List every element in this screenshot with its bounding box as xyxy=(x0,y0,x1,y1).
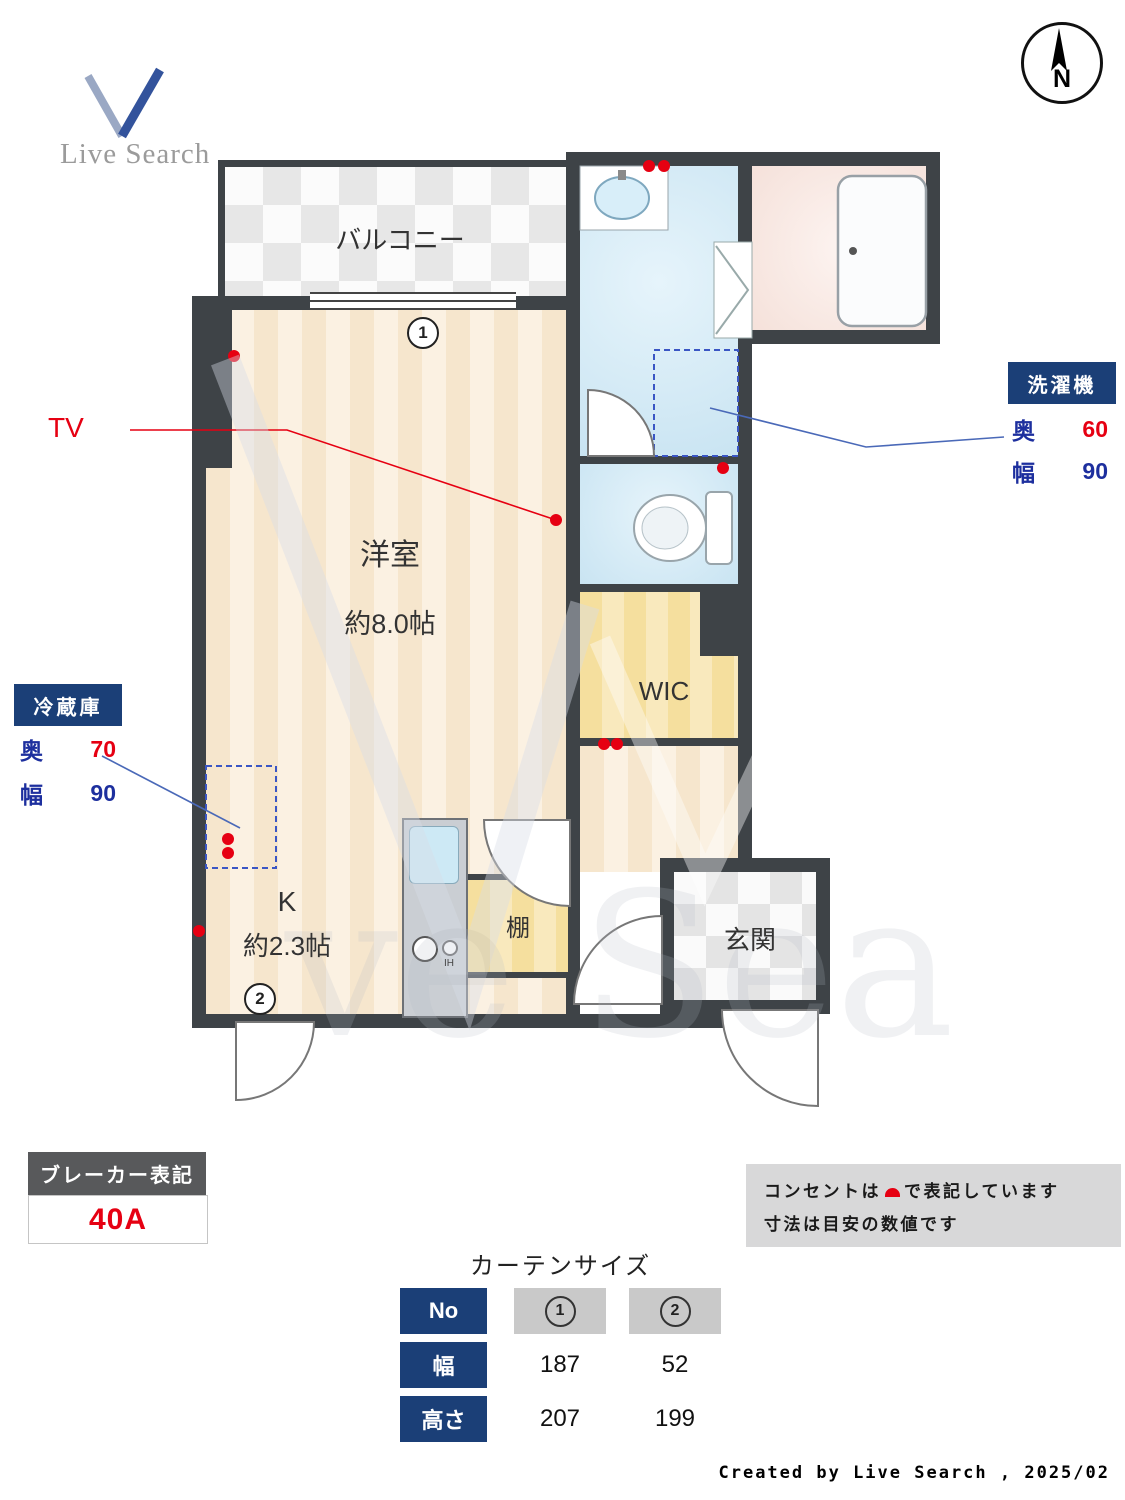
stove-burner-icon xyxy=(412,936,438,962)
tv-label: TV xyxy=(48,412,84,443)
curtain-head-2: 2 xyxy=(629,1288,721,1334)
kitchen-size-label: 約2.3帖 xyxy=(242,931,332,961)
bath-area xyxy=(752,166,926,330)
washer-tag: 洗濯機 xyxy=(1008,362,1116,404)
logo-text: Live Search xyxy=(60,138,211,170)
notes-box: コンセントは で表記しています 寸法は目安の数値です xyxy=(746,1164,1121,1247)
washer-depth-row: 奥 60 xyxy=(1012,412,1108,446)
kitchen-sink xyxy=(409,826,459,884)
corridor-area xyxy=(580,746,738,872)
logo-check-icon xyxy=(84,67,164,139)
credit-text: Created by Live Search , 2025/02 xyxy=(718,1463,1110,1483)
notes-line1-post: で表記しています xyxy=(904,1181,1060,1201)
curtain-marker-1: 1 xyxy=(407,317,439,349)
washer-line xyxy=(709,407,1005,448)
breaker-header: ブレーカー表記 xyxy=(28,1152,206,1195)
entrance-label: 玄関 xyxy=(723,925,776,955)
fridge-width-label: 幅 xyxy=(20,782,43,808)
notes-line2: 寸法は目安の数値です xyxy=(764,1214,959,1234)
western-room-label: 洋室 xyxy=(360,539,420,572)
curtain-height-1: 207 xyxy=(539,1405,581,1432)
entrance-area xyxy=(674,872,816,1000)
curtain-marker-2-num: 2 xyxy=(255,989,265,1008)
curtain-head-1-num: 1 xyxy=(544,1295,576,1327)
curtain-marker-1-num: 1 xyxy=(418,323,428,342)
toilet-area xyxy=(580,464,738,584)
fridge-depth-label: 奥 xyxy=(20,738,43,764)
fridge-tag: 冷蔵庫 xyxy=(14,684,122,726)
kitchen-outside-door xyxy=(235,1021,316,1102)
washer-depth-value: 60 xyxy=(1082,415,1108,442)
washer-depth-label: 奥 xyxy=(1012,418,1035,444)
outlet-legend-icon xyxy=(885,1187,900,1197)
washer-width-row: 幅 90 xyxy=(1012,454,1108,488)
fridge-width-value: 90 xyxy=(90,779,116,806)
wic-wall-notch xyxy=(700,592,738,656)
notes-line1-pre: コンセントは xyxy=(764,1181,881,1201)
curtain-width-1: 187 xyxy=(539,1351,581,1378)
curtain-head-1: 1 xyxy=(514,1288,606,1334)
curtain-table-title: カーテンサイズ xyxy=(469,1253,652,1280)
western-room-size-label: 約8.0帖 xyxy=(344,609,436,639)
curtain-col-no: No xyxy=(400,1288,487,1334)
curtain-row-width-label: 幅 xyxy=(400,1342,487,1388)
ih-label: IH xyxy=(444,958,454,969)
curtain-row-height-label: 高さ xyxy=(400,1396,487,1442)
washer-width-label: 幅 xyxy=(1012,460,1035,486)
curtain-width-2: 52 xyxy=(661,1351,689,1378)
compass-north-label: N xyxy=(1052,65,1072,93)
washer-width-value: 90 xyxy=(1082,457,1108,484)
wic-label: WIC xyxy=(638,676,690,706)
fridge-depth-row: 奥 70 xyxy=(20,732,116,766)
compass: N xyxy=(1021,22,1103,104)
stove-knob-icon xyxy=(442,940,458,956)
fridge-width-row: 幅 90 xyxy=(20,776,116,810)
balcony-label: バルコニー xyxy=(335,225,465,255)
breaker-value: 40A xyxy=(28,1195,208,1244)
curtain-marker-2: 2 xyxy=(244,983,276,1015)
logo: Live Search xyxy=(60,58,250,173)
window xyxy=(310,292,516,310)
kitchen-label: K xyxy=(277,886,297,917)
shelf-label: 棚 xyxy=(506,915,530,942)
wall-thick-block xyxy=(192,296,232,468)
washroom-area xyxy=(580,166,738,456)
curtain-height-2: 199 xyxy=(654,1405,696,1432)
fridge-depth-value: 70 xyxy=(90,735,116,762)
curtain-head-2-num: 2 xyxy=(659,1295,691,1327)
notes-line1: コンセントは で表記しています xyxy=(764,1177,1121,1202)
compass-needle-icon xyxy=(1051,28,1067,71)
